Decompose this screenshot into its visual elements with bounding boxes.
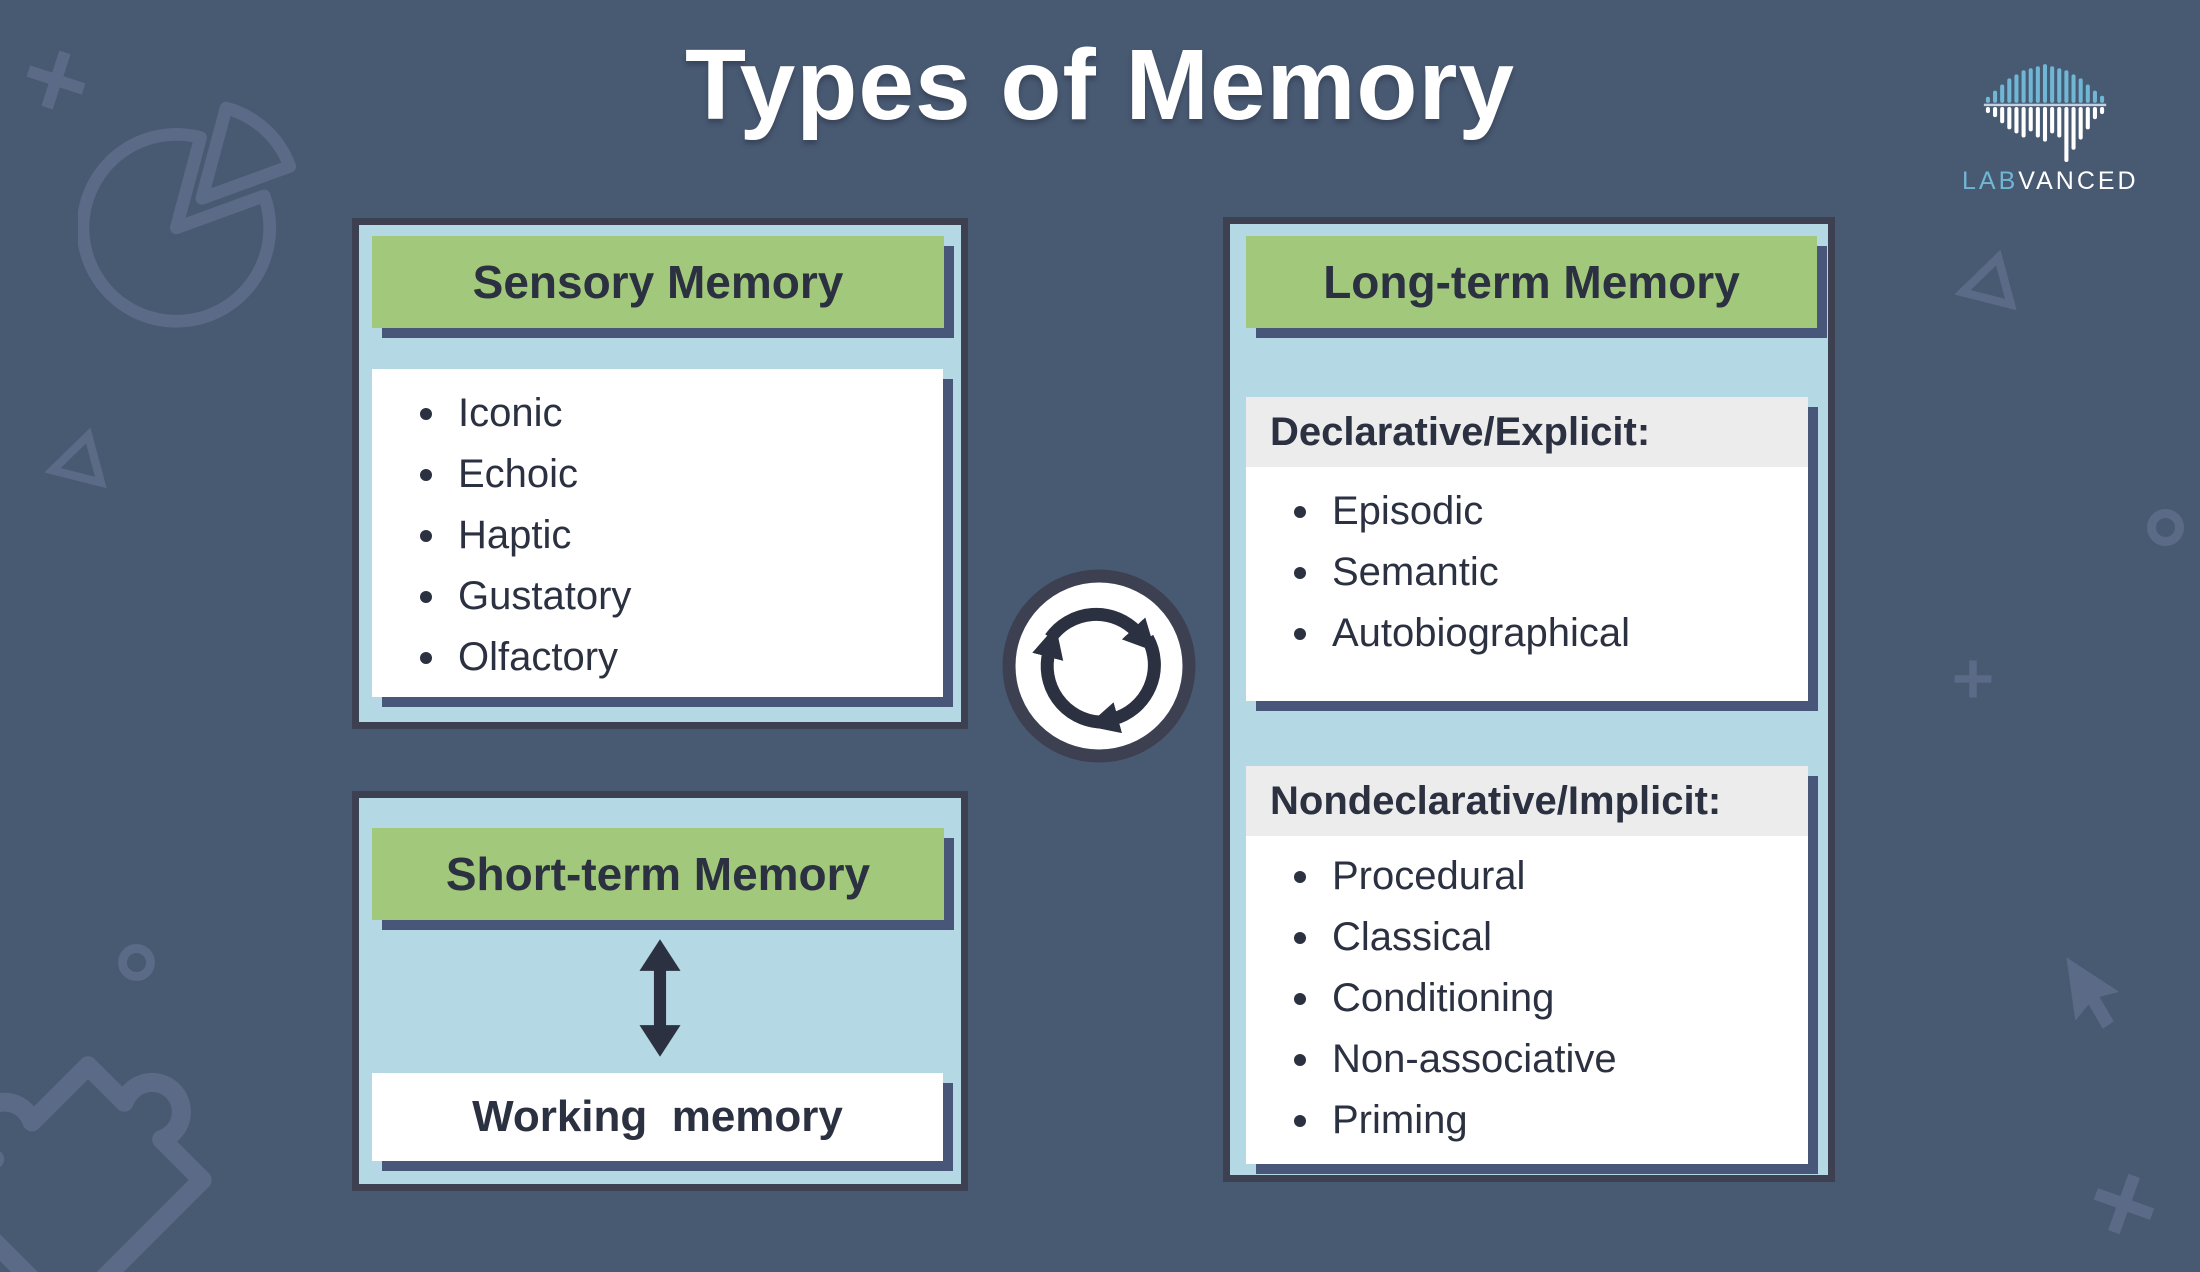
circle-icon: [2147, 509, 2184, 546]
triangle-icon: [1947, 247, 2025, 325]
bullet-dot: [1294, 566, 1306, 579]
list-item: Priming: [1294, 1090, 1808, 1151]
plus-icon: [14, 38, 97, 121]
declarative-explicit-heading: Declarative/Explicit:: [1246, 397, 1808, 467]
sensory-memory-list-panel: Iconic Echoic Haptic Gustatory Olfactory: [372, 369, 943, 697]
list-item: Conditioning: [1294, 968, 1808, 1029]
list-item: Procedural: [1294, 846, 1808, 907]
nondeclarative-list: Procedural Classical Conditioning Non-as…: [1246, 836, 1808, 1151]
list-item: Autobiographical: [1294, 603, 1808, 664]
labvanced-wordmark: LABVANCED: [1962, 167, 2139, 195]
long-term-memory-box: Long-term Memory Declarative/Explicit: E…: [1223, 217, 1835, 1182]
bullet-dot: [420, 529, 432, 542]
list-item: Gustatory: [420, 566, 943, 627]
sensory-memory-box: Sensory Memory Iconic Echoic Haptic Gust…: [352, 218, 968, 729]
sensory-memory-header: Sensory Memory: [372, 236, 944, 328]
working-memory-panel: Working memory: [372, 1073, 943, 1161]
long-term-memory-header: Long-term Memory: [1246, 236, 1817, 328]
list-item: Haptic: [420, 505, 943, 566]
short-term-memory-box: Short-term Memory Working memory: [352, 791, 968, 1191]
labvanced-logo: LABVANCED: [1962, 56, 2139, 196]
declarative-list: Episodic Semantic Autobiographical: [1246, 467, 1808, 664]
sensory-memory-list: Iconic Echoic Haptic Gustatory Olfactory: [372, 369, 943, 688]
bullet-dot: [1294, 1114, 1306, 1127]
declarative-explicit-section: Declarative/Explicit: Episodic Semantic …: [1246, 397, 1808, 701]
circle-icon: [118, 944, 155, 981]
page-title: Types of Memory: [685, 29, 1515, 141]
bullet-dot: [1294, 992, 1306, 1005]
bullet-dot: [1294, 627, 1306, 640]
list-item: Episodic: [1294, 481, 1808, 542]
bullet-dot: [420, 651, 432, 664]
bullet-dot: [420, 468, 432, 481]
bullet-dot: [420, 407, 432, 420]
cycle-arrows-icon: [999, 566, 1199, 766]
brain-equalizer-icon: [1983, 64, 2107, 162]
bullet-dot: [1294, 870, 1306, 883]
short-term-memory-header: Short-term Memory: [372, 828, 944, 920]
bullet-dot: [1294, 1053, 1306, 1066]
bullet-dot: [420, 590, 432, 603]
list-item: Semantic: [1294, 542, 1808, 603]
puzzle-piece-icon: [0, 984, 284, 1272]
pie-chart-icon: [78, 100, 314, 336]
list-item: Olfactory: [420, 627, 943, 688]
nondeclarative-implicit-section: Nondeclarative/Implicit: Procedural Clas…: [1246, 766, 1808, 1164]
nondeclarative-implicit-heading: Nondeclarative/Implicit:: [1246, 766, 1808, 836]
plus-icon: [1952, 658, 1994, 700]
list-item: Iconic: [420, 383, 943, 444]
up-down-arrow-icon: [639, 939, 681, 1057]
plus-icon: [2080, 1160, 2167, 1247]
list-item: Non-associative: [1294, 1029, 1808, 1090]
bullet-dot: [1294, 505, 1306, 518]
list-item: Classical: [1294, 907, 1808, 968]
triangle-icon: [37, 425, 115, 503]
cursor-icon: [2054, 945, 2139, 1049]
list-item: Echoic: [420, 444, 943, 505]
bullet-dot: [1294, 931, 1306, 944]
